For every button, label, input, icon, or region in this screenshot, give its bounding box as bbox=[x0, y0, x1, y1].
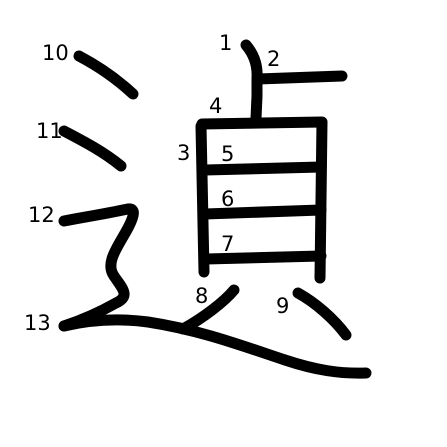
stroke-number-7: 7 bbox=[221, 232, 234, 256]
stroke-number-12: 12 bbox=[28, 203, 55, 227]
stroke-number-9: 9 bbox=[276, 294, 289, 318]
stroke-number-8: 8 bbox=[195, 284, 208, 308]
stroke-4 bbox=[196, 116, 328, 284]
stroke-12 bbox=[58, 203, 139, 332]
stroke-number-3: 3 bbox=[177, 141, 190, 165]
stroke-7 bbox=[200, 250, 327, 265]
stroke-number-10: 10 bbox=[42, 41, 69, 65]
stroke-number-1: 1 bbox=[219, 31, 232, 55]
stroke-number-2: 2 bbox=[267, 47, 280, 71]
stroke-3 bbox=[195, 120, 210, 278]
stroke-8 bbox=[177, 284, 240, 335]
stroke-number-4: 4 bbox=[209, 94, 222, 118]
stroke-number-6: 6 bbox=[221, 187, 234, 211]
stroke-number-11: 11 bbox=[36, 119, 63, 143]
stroke-11 bbox=[58, 125, 127, 172]
stroke-13 bbox=[58, 314, 372, 379]
stroke-6 bbox=[199, 204, 327, 220]
stroke-number-5: 5 bbox=[221, 142, 234, 166]
stroke-5 bbox=[199, 161, 327, 176]
stroke-9 bbox=[292, 287, 352, 341]
stroke-number-13: 13 bbox=[24, 311, 51, 335]
stroke-10 bbox=[73, 50, 139, 100]
stroke-2 bbox=[252, 70, 348, 85]
